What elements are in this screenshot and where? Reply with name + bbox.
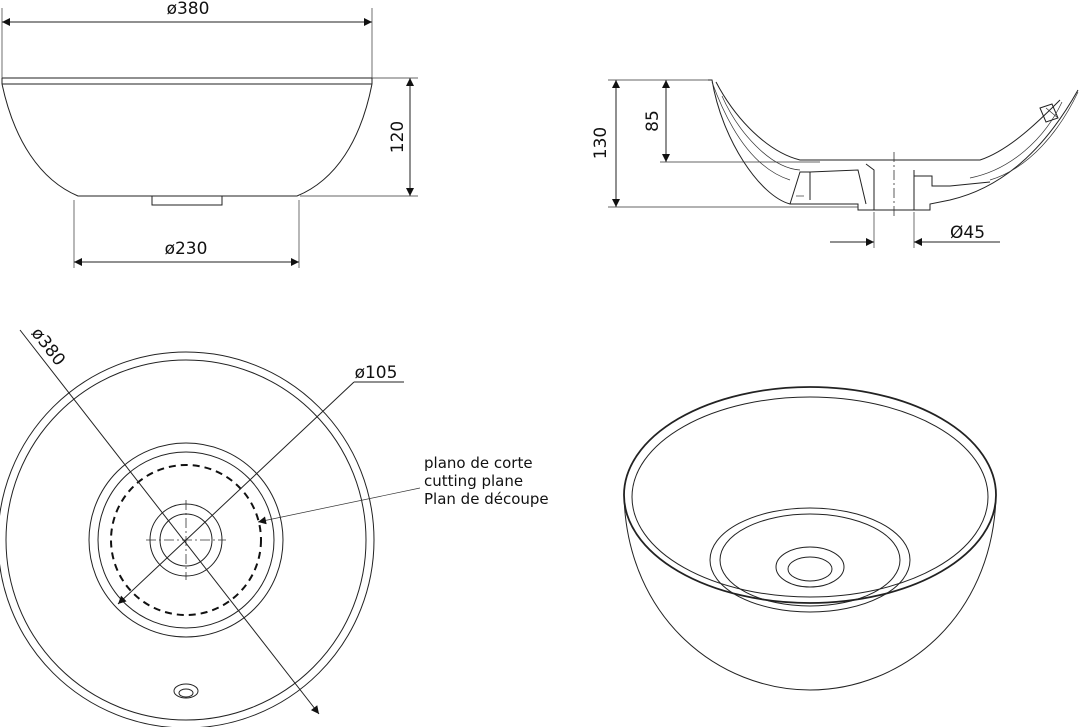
isometric-view	[623, 386, 997, 691]
front-height-label: 120	[388, 121, 408, 153]
front-base-diameter-label: ø230	[165, 239, 208, 259]
plan-inner-diameter-label: ø105	[355, 363, 398, 383]
section-total-height-label: 130	[591, 127, 611, 159]
cutting-plane-label-es: plano de corte	[424, 454, 533, 472]
plan-view: ø380 ø105	[0, 324, 421, 727]
section-view: 130 85 Ø45	[591, 79, 1079, 248]
section-drain-diameter-label: Ø45	[950, 223, 985, 243]
cutting-plane-legend: plano de corte cutting plane Plan de déc…	[424, 454, 549, 508]
section-depth-label: 85	[643, 110, 663, 132]
cutting-plane-label-en: cutting plane	[424, 472, 523, 490]
front-top-diameter-label: ø380	[167, 0, 210, 19]
front-view: ø380 120 ø230	[1, 0, 418, 268]
cutting-plane-label-fr: Plan de découpe	[424, 490, 549, 508]
